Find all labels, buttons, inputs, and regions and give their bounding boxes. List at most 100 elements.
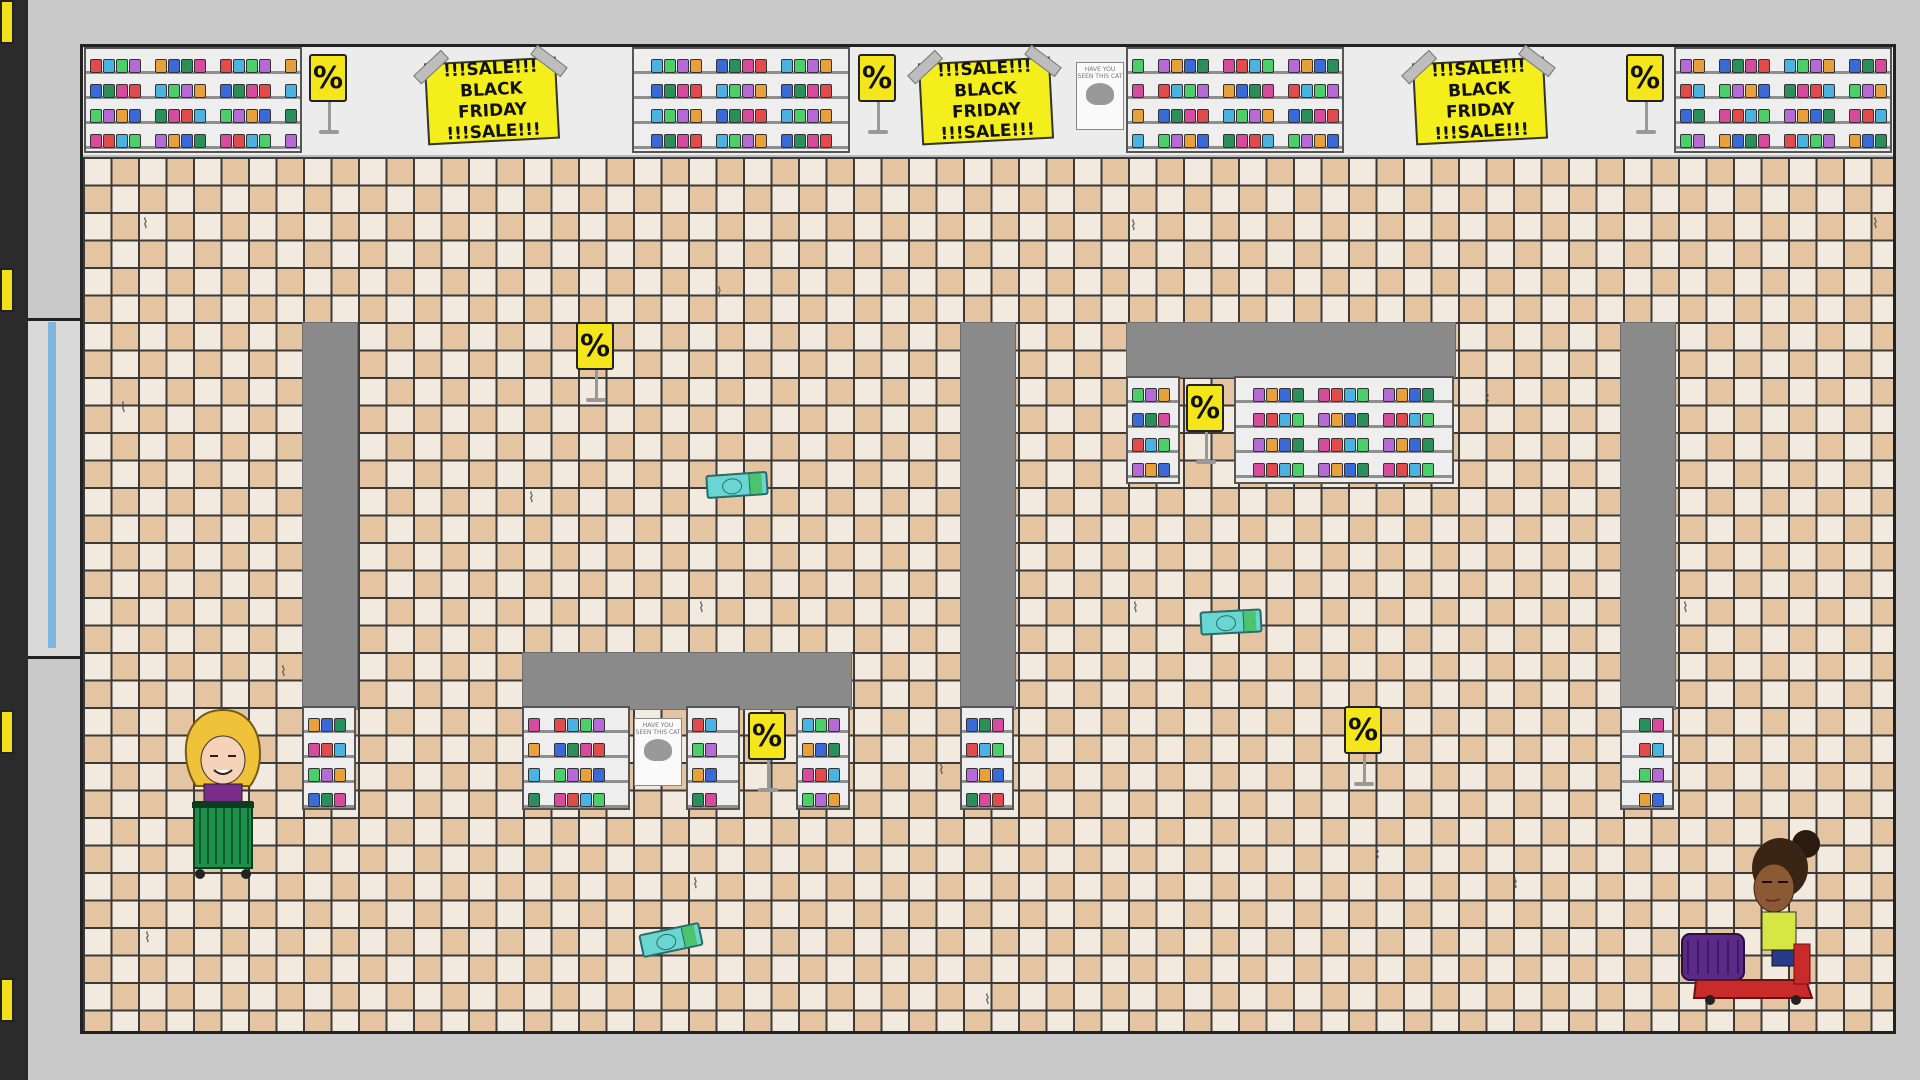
cash-bundle-icon[interactable] (705, 470, 769, 500)
product-icon (1810, 59, 1822, 73)
product-icon (815, 768, 827, 782)
black-friday-banner: !!!SALE!!! BLACK FRIDAY !!!SALE!!! (413, 44, 568, 146)
black-friday-banner: !!!SALE!!! BLACK FRIDAY !!!SALE!!! (907, 44, 1062, 146)
product-icon (116, 59, 128, 73)
product-icon (1197, 59, 1209, 73)
product-icon (664, 59, 676, 73)
product-icon (742, 109, 754, 123)
product-icon (1158, 463, 1170, 477)
product-icon (220, 134, 232, 148)
product-icon (966, 768, 978, 782)
product-icon (1158, 134, 1170, 148)
product-icon (781, 59, 793, 73)
product-icon (1732, 84, 1744, 98)
product-icon (116, 134, 128, 148)
edge-sign (0, 0, 14, 44)
product-icon (554, 793, 566, 807)
product-icon (807, 59, 819, 73)
product-icon (742, 134, 754, 148)
product-icon (580, 793, 592, 807)
product-icon (308, 718, 320, 732)
product-icon (651, 84, 663, 98)
product-icon (103, 109, 115, 123)
product-icon (1266, 438, 1278, 452)
missing-cat-poster: HAVE YOU SEEN THIS CAT (634, 718, 682, 786)
product-icon (168, 134, 180, 148)
product-icon (815, 743, 827, 757)
product-icon (820, 84, 832, 98)
product-icon (1132, 134, 1144, 148)
product-icon (567, 718, 579, 732)
product-icon (781, 84, 793, 98)
product-icon (1132, 59, 1144, 73)
product-icon (1797, 84, 1809, 98)
product-icon (1262, 134, 1274, 148)
product-icon (1331, 388, 1343, 402)
cash-bundle-icon[interactable] (1199, 608, 1263, 636)
product-icon (246, 134, 258, 148)
discount-sign: % (1186, 384, 1226, 464)
product-icon (1279, 463, 1291, 477)
product-icon (802, 718, 814, 732)
product-icon (567, 743, 579, 757)
product-icon (1197, 134, 1209, 148)
product-icon (1745, 134, 1757, 148)
product-icon (1396, 438, 1408, 452)
product-icon (1758, 59, 1770, 73)
product-icon (1132, 413, 1144, 427)
product-icon (220, 59, 232, 73)
product-icon (807, 84, 819, 98)
banner-line: BLACK FRIDAY (951, 78, 1022, 123)
product-icon (828, 768, 840, 782)
product-icon (554, 743, 566, 757)
product-icon (781, 134, 793, 148)
product-icon (1639, 793, 1651, 807)
product-icon (1693, 59, 1705, 73)
product-icon (1314, 84, 1326, 98)
product-icon (677, 84, 689, 98)
discount-sign: % (858, 54, 898, 134)
product-icon (651, 109, 663, 123)
product-icon (1810, 109, 1822, 123)
product-icon (1236, 84, 1248, 98)
product-icon (966, 718, 978, 732)
percent-icon: % (309, 54, 347, 102)
product-icon (1158, 84, 1170, 98)
product-icon (677, 109, 689, 123)
product-icon (1279, 413, 1291, 427)
product-icon (90, 59, 102, 73)
product-icon (815, 718, 827, 732)
product-icon (1158, 109, 1170, 123)
product-icon (1197, 84, 1209, 98)
product-icon (1383, 388, 1395, 402)
product-icon (1171, 134, 1183, 148)
product-icon (802, 768, 814, 782)
product-icon (1288, 59, 1300, 73)
product-icon (103, 59, 115, 73)
product-icon (1849, 84, 1861, 98)
product-icon (692, 768, 704, 782)
product-icon (1318, 388, 1330, 402)
product-icon (1288, 134, 1300, 148)
product-icon (1184, 134, 1196, 148)
product-icon (1680, 109, 1692, 123)
product-icon (554, 768, 566, 782)
product-icon (168, 84, 180, 98)
product-icon (259, 134, 271, 148)
product-icon (1184, 84, 1196, 98)
product-icon (1327, 134, 1339, 148)
product-icon (1693, 84, 1705, 98)
product-icon (1331, 413, 1343, 427)
product-icon (966, 793, 978, 807)
floor-crack: ⌇ (1872, 216, 1879, 232)
product-icon (1158, 438, 1170, 452)
product-icon (1223, 59, 1235, 73)
product-icon (1145, 438, 1157, 452)
product-icon (828, 743, 840, 757)
product-icon (1253, 463, 1265, 477)
product-icon (690, 59, 702, 73)
edge-sign (0, 710, 14, 754)
product-icon (1383, 463, 1395, 477)
product-icon (554, 718, 566, 732)
product-icon (1145, 388, 1157, 402)
